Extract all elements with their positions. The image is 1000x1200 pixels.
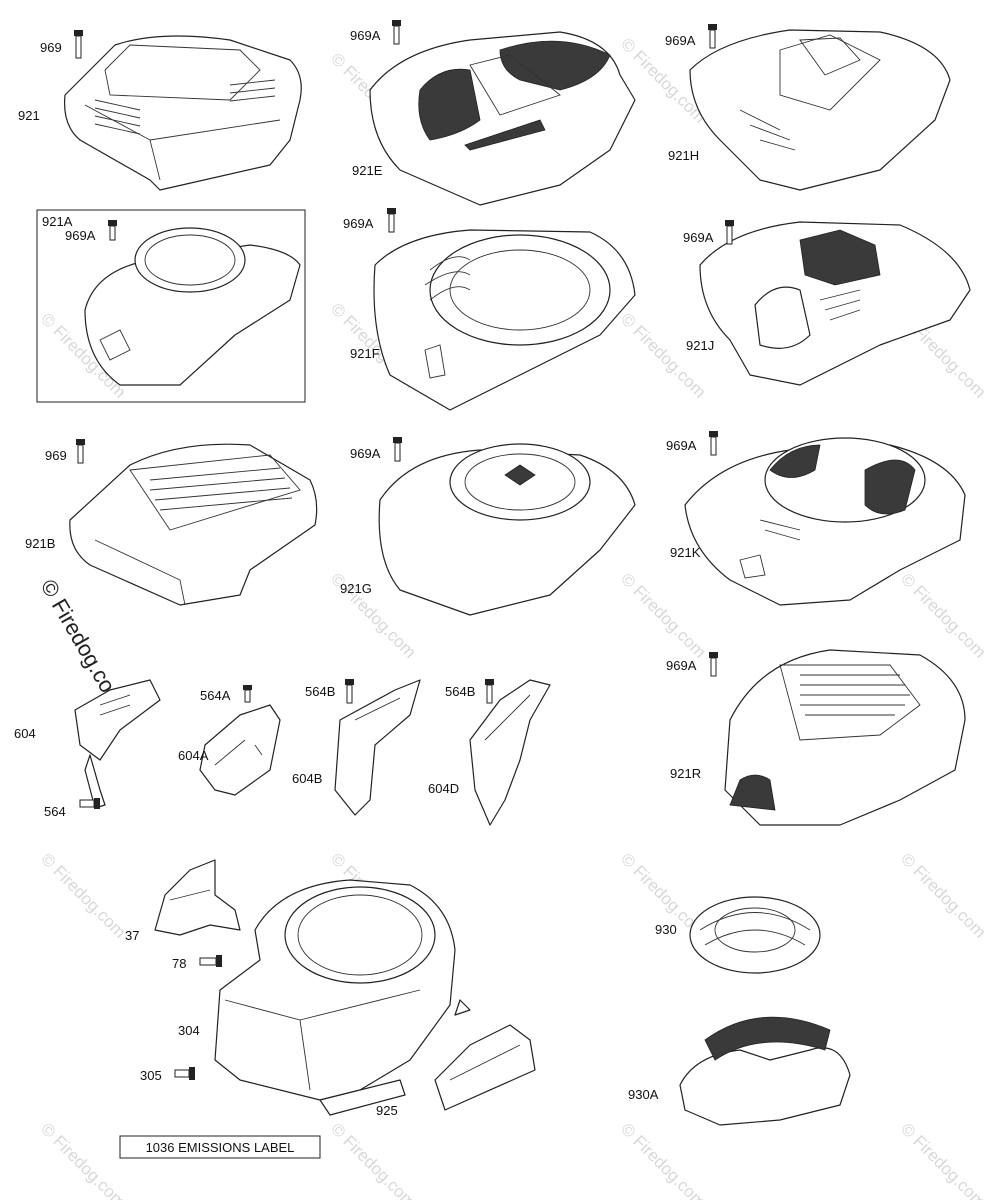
screw-305[interactable]: [174, 1067, 195, 1080]
part-921G-shroud[interactable]: [378, 443, 636, 616]
callout-969A: 969A: [683, 230, 714, 245]
part-304-blower-housing[interactable]: [214, 879, 471, 1116]
part-921F-shroud[interactable]: [373, 229, 636, 411]
callout-564A: 564A: [200, 688, 231, 703]
part-921B-shroud[interactable]: [69, 443, 318, 606]
screw-969A[interactable]: [387, 208, 396, 233]
watermark-text: © Firedog.com: [897, 569, 989, 661]
part-37-bracket[interactable]: [154, 859, 241, 936]
part-604A-shield[interactable]: [199, 704, 281, 796]
part-921J-shroud[interactable]: [699, 221, 971, 386]
watermark-text: © Firedog.com: [37, 849, 129, 941]
emissions-label: 1036 EMISSIONS LABEL: [146, 1140, 295, 1155]
callout-921K: 921K: [670, 545, 701, 560]
callout-604: 604: [14, 726, 36, 741]
watermark-text: © Firedog.com: [897, 849, 989, 941]
watermark-text: © Firedog.com: [617, 569, 709, 661]
callout-921G: 921G: [340, 581, 372, 596]
screw-969A[interactable]: [709, 652, 718, 677]
part-604B-shield[interactable]: [334, 679, 421, 816]
callout-921E: 921E: [352, 163, 383, 178]
callout-969A: 969A: [350, 28, 381, 43]
screw-969A[interactable]: [709, 431, 718, 456]
callout-564B: 564B: [305, 684, 335, 699]
watermark-text: © Firedog.com: [327, 1119, 419, 1200]
callout-564: 564: [44, 804, 66, 819]
screw-969[interactable]: [76, 439, 85, 464]
part-930A-grille[interactable]: [679, 1016, 851, 1126]
callout-604A: 604A: [178, 748, 209, 763]
part-921-shroud[interactable]: [63, 35, 302, 191]
callout-78: 78: [172, 956, 186, 971]
part-604D-shield[interactable]: [469, 679, 551, 826]
screw-969A[interactable]: [708, 24, 717, 49]
part-921A-frame: [36, 209, 306, 403]
callout-969A: 969A: [343, 216, 374, 231]
screw-969[interactable]: [74, 30, 83, 59]
watermark-text: © Firedog.com: [617, 309, 709, 401]
callout-305: 305: [140, 1068, 162, 1083]
screw-969A[interactable]: [393, 437, 402, 462]
part-921E-shroud[interactable]: [369, 31, 636, 206]
part-925-cover[interactable]: [434, 1024, 536, 1111]
callout-969: 969: [45, 448, 67, 463]
callout-969A: 969A: [65, 228, 96, 243]
callout-969A: 969A: [666, 438, 697, 453]
part-604-shield[interactable]: [74, 679, 161, 809]
screw-564B[interactable]: [485, 679, 494, 704]
watermark-text: © Firedog.com: [897, 1119, 989, 1200]
screw-564A[interactable]: [243, 685, 252, 703]
part-930-grille[interactable]: [689, 896, 821, 974]
part-921K-shroud[interactable]: [684, 437, 966, 606]
emissions-label-box: [119, 1135, 321, 1159]
callout-921B: 921B: [25, 536, 55, 551]
callout-921J: 921J: [686, 338, 714, 353]
screw-564B[interactable]: [345, 679, 354, 704]
part-921H-shroud[interactable]: [689, 29, 951, 191]
callout-604B: 604B: [292, 771, 322, 786]
callout-969A: 969A: [666, 658, 697, 673]
screw-969A[interactable]: [725, 220, 734, 245]
callout-37: 37: [125, 928, 139, 943]
callout-921F: 921F: [350, 346, 380, 361]
callout-921R: 921R: [670, 766, 701, 781]
watermark-text: © Firedog.com: [37, 1119, 129, 1200]
screw-78[interactable]: [199, 955, 222, 967]
callout-930A: 930A: [628, 1087, 659, 1102]
callout-921A: 921A: [42, 214, 73, 229]
callout-921: 921: [18, 108, 40, 123]
callout-604D: 604D: [428, 781, 459, 796]
watermark-text: © Firedog.com: [617, 1119, 709, 1200]
part-921R-shroud[interactable]: [724, 649, 966, 826]
callout-304: 304: [178, 1023, 200, 1038]
callout-564B: 564B: [445, 684, 475, 699]
callout-925: 925: [376, 1103, 398, 1118]
screw-564[interactable]: [79, 798, 100, 809]
screw-969A[interactable]: [392, 20, 401, 45]
part-921A-shroud[interactable]: [84, 227, 301, 386]
callout-969: 969: [40, 40, 62, 55]
callout-969A: 969A: [665, 33, 696, 48]
screw-969A[interactable]: [108, 220, 117, 241]
callout-969A: 969A: [350, 446, 381, 461]
callout-921H: 921H: [668, 148, 699, 163]
callout-930: 930: [655, 922, 677, 937]
